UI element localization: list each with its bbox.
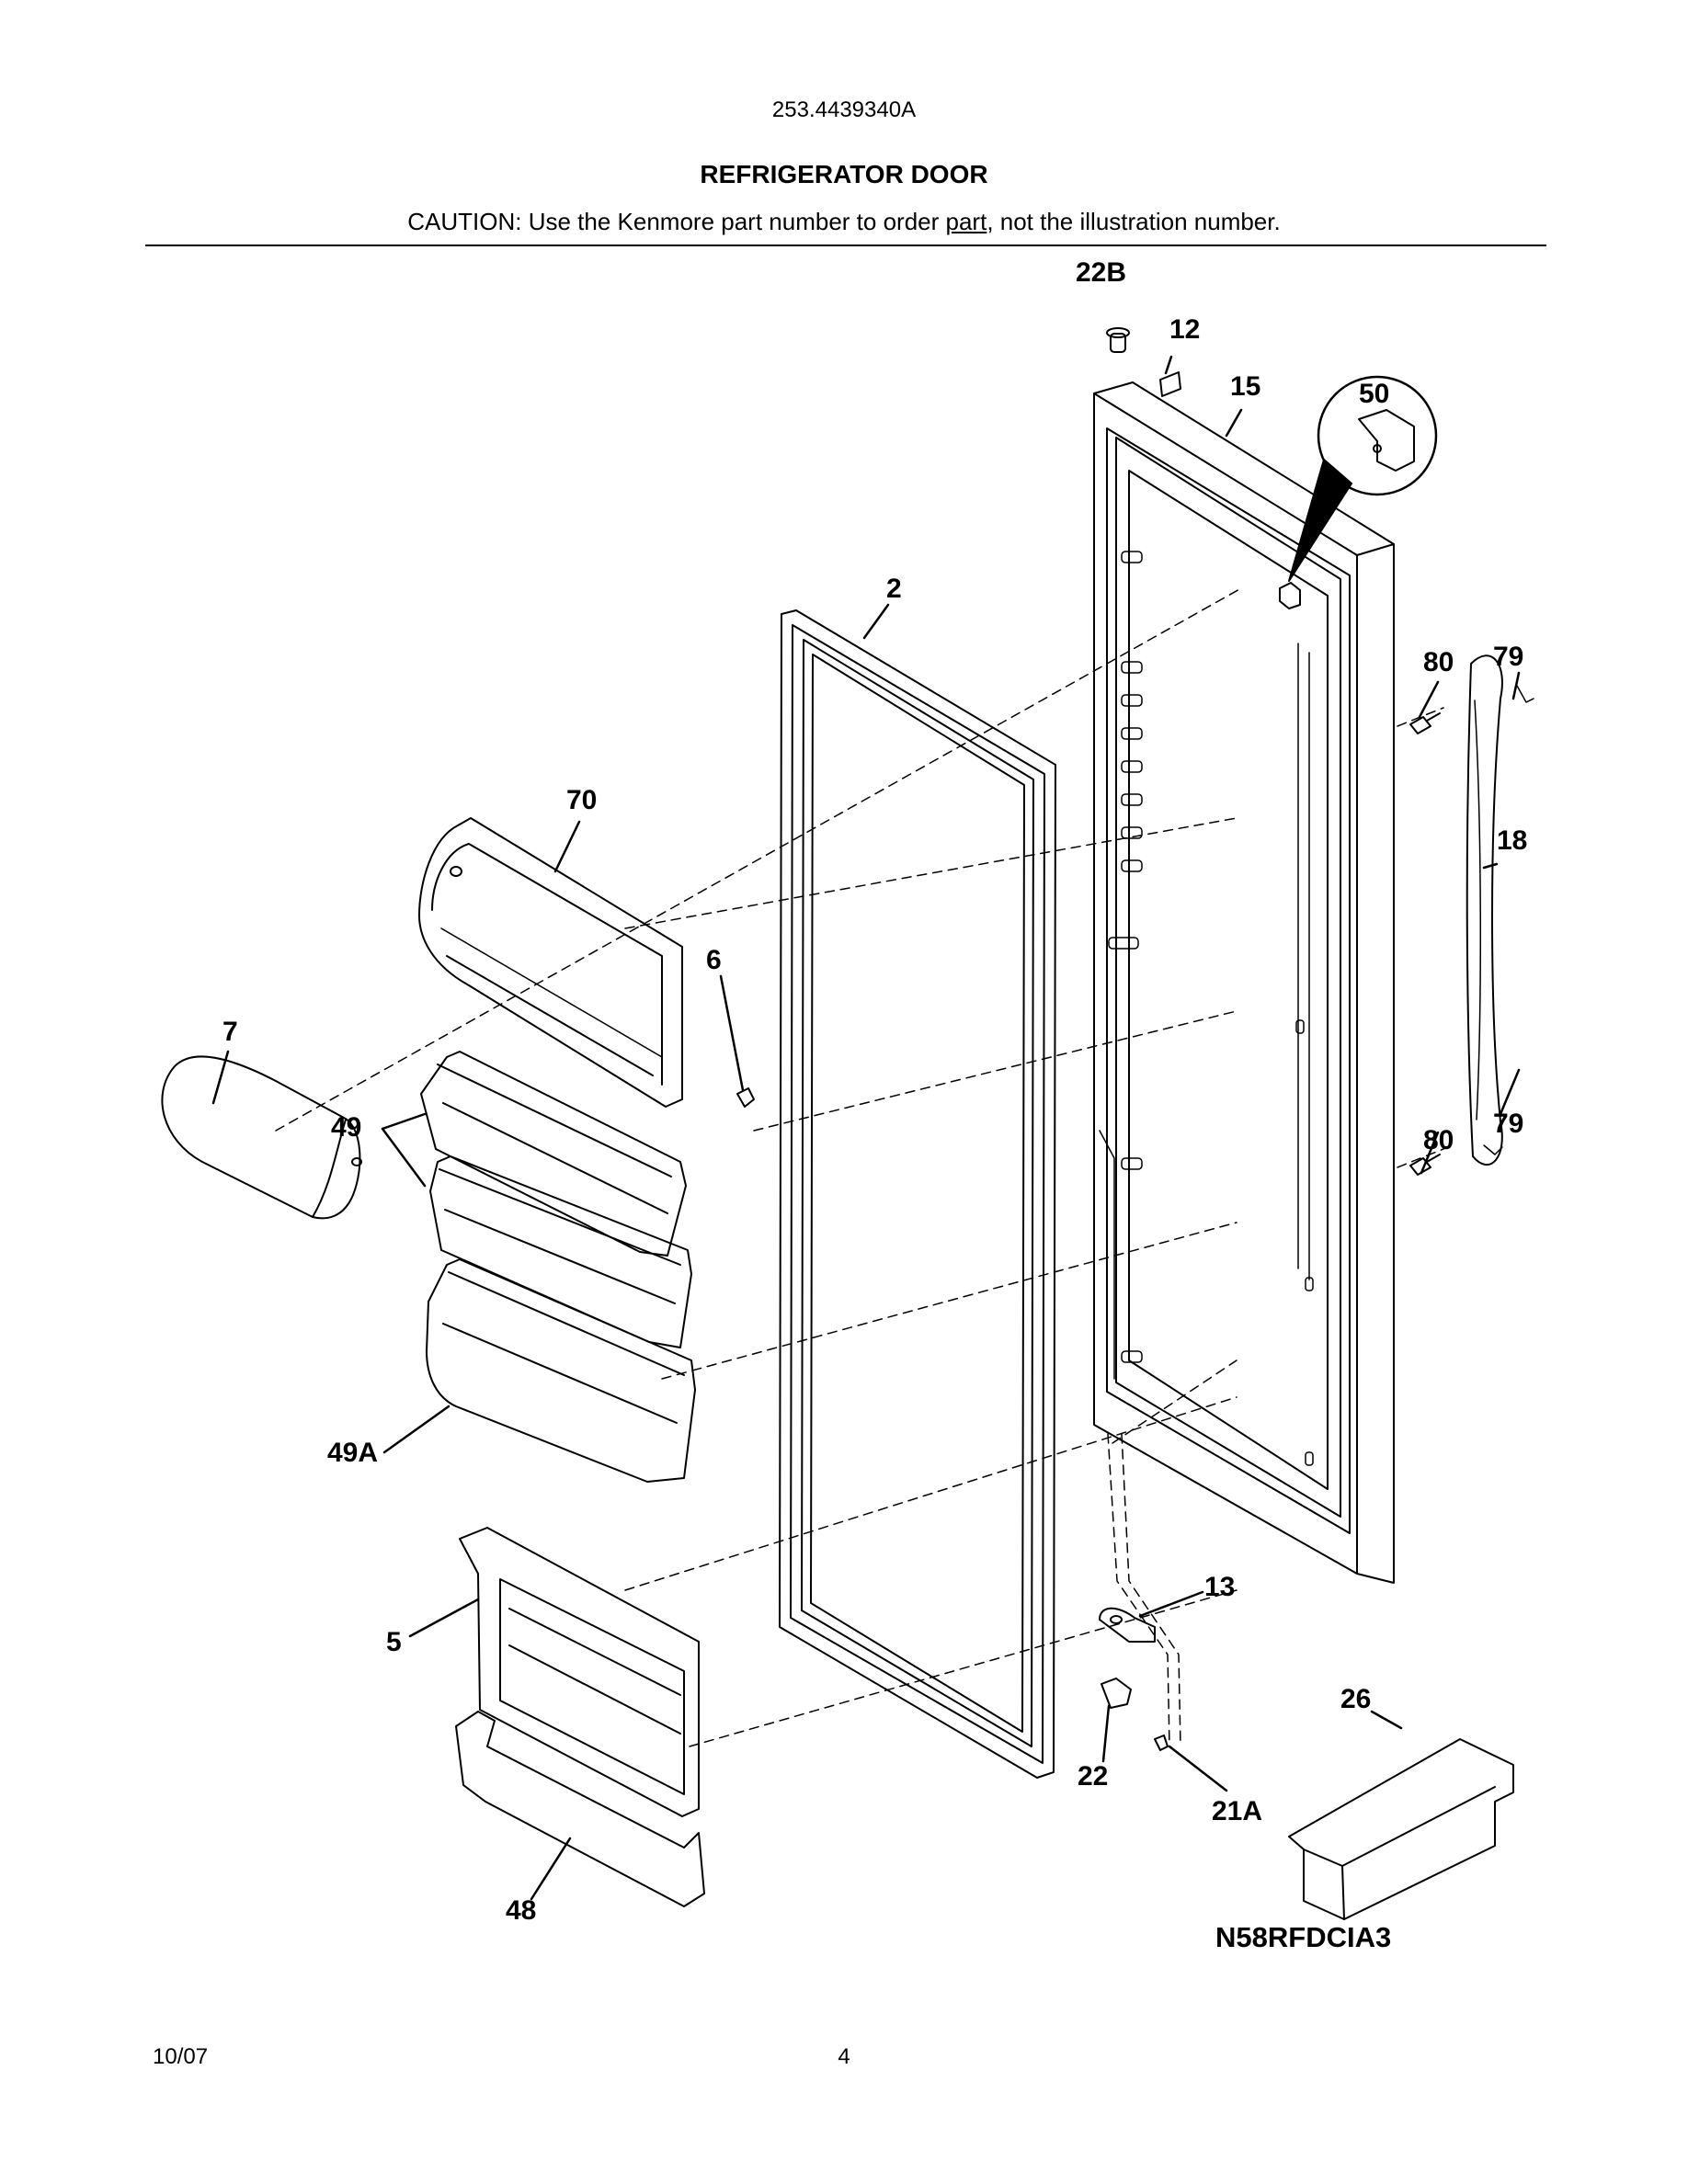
part-12-tab[interactable] (1159, 371, 1181, 397)
part-80-screw-lower[interactable] (1409, 1154, 1441, 1176)
part-70-dairy-compartment-door[interactable] (418, 817, 683, 1108)
leader-lines (211, 355, 1521, 1901)
callout-13: 13 (1204, 1572, 1236, 1602)
callout-70: 70 (566, 785, 598, 815)
part-5-shelf-bracket[interactable] (459, 1527, 700, 1817)
part-6-hinge-pin[interactable] (736, 1087, 755, 1108)
callout-5: 5 (386, 1627, 402, 1657)
caution-link-part[interactable]: part (945, 208, 987, 235)
callout-6: 6 (706, 945, 722, 975)
caution-text-pre: CAUTION: Use the Kenmore part number to … (407, 208, 946, 235)
part-22b-plug[interactable] (1106, 327, 1130, 353)
part-13-door-hinge[interactable] (1099, 1607, 1156, 1643)
callout-80-lower: 80 (1423, 1125, 1454, 1155)
callout-80-upper: 80 (1423, 647, 1454, 677)
footer-page-number: 4 (838, 2044, 850, 2069)
callout-26: 26 (1340, 1684, 1372, 1714)
diagram-code: N58RFDCIA3 (1215, 1921, 1392, 1953)
callout-49a: 49A (327, 1438, 379, 1468)
callout-79-lower: 79 (1493, 1109, 1524, 1139)
part-80-screw-upper[interactable] (1409, 712, 1441, 734)
part-18-door-handle[interactable] (1466, 654, 1503, 1166)
part-21a-screw[interactable] (1154, 1735, 1169, 1751)
caution-note: CAUTION: Use the Kenmore part number to … (0, 208, 1688, 236)
part-2-door-gasket[interactable] (779, 609, 1056, 1779)
part-49-door-bin-middle[interactable] (429, 1155, 692, 1348)
callout-21a: 21A (1212, 1796, 1263, 1826)
model-number: 253.4439340A (771, 97, 917, 122)
callout-48: 48 (506, 1895, 537, 1926)
callout-50: 50 (1359, 379, 1390, 409)
callout-79-upper: 79 (1493, 642, 1524, 672)
callout-2: 2 (886, 574, 902, 604)
part-26-tray[interactable] (1288, 1738, 1514, 1920)
callout-49: 49 (331, 1112, 362, 1143)
callout-22: 22 (1078, 1761, 1109, 1792)
part-7-dairy-bin[interactable] (161, 1055, 362, 1220)
part-48-bottom-door-bin[interactable] (455, 1711, 705, 1907)
callout-7: 7 (222, 1017, 238, 1047)
callout-12: 12 (1169, 314, 1201, 345)
header-divider (145, 245, 1546, 246)
part-49-door-bin-upper[interactable] (420, 1051, 687, 1257)
assembly-dashed-lines (275, 587, 1444, 1747)
part-49a-door-bin-large[interactable] (426, 1258, 696, 1483)
callout-15: 15 (1230, 371, 1261, 402)
part-79-screw-lower[interactable] (1483, 1144, 1503, 1155)
part-15-door-frame[interactable] (1093, 381, 1395, 1584)
part-50-bracket[interactable] (1279, 375, 1438, 609)
callout-18: 18 (1497, 825, 1528, 856)
caution-text-post: , not the illustration number. (987, 208, 1281, 235)
part-79-screw-upper[interactable] (1516, 685, 1534, 703)
part-22-door-stop[interactable] (1101, 1678, 1132, 1709)
page-title: REFRIGERATOR DOOR (700, 160, 988, 188)
door-shelf-pegs (1108, 551, 1314, 1466)
footer-date: 10/07 (153, 2044, 209, 2069)
callout-22b: 22B (1076, 257, 1127, 288)
